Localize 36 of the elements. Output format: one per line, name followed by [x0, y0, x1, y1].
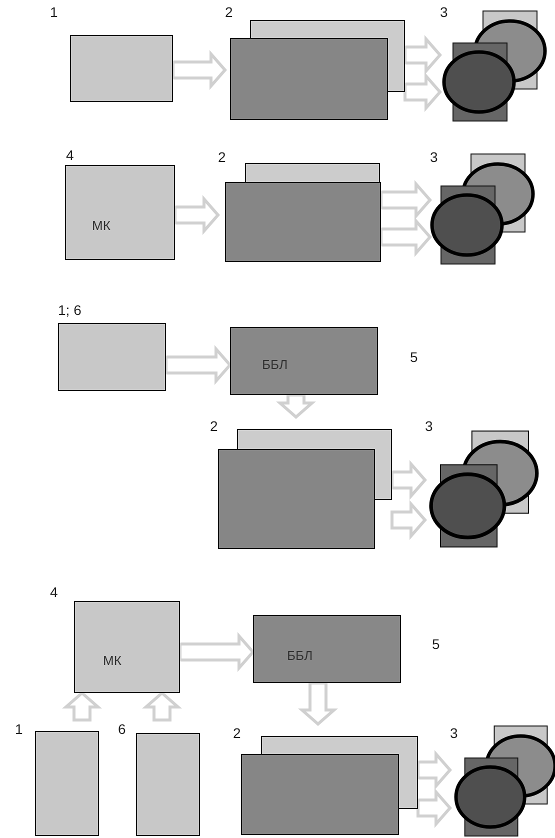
block-arrow — [390, 460, 427, 500]
block-arrow — [276, 394, 316, 419]
block-arrow — [390, 500, 427, 540]
node-number: 3 — [425, 417, 433, 435]
block-arrow — [380, 180, 432, 220]
node-number: 2 — [218, 148, 226, 166]
block-arrow — [404, 35, 442, 75]
node-number: 4 — [50, 583, 58, 601]
block-arrow — [174, 195, 220, 235]
node-label: МК — [92, 218, 110, 234]
node-number: 1 — [15, 720, 23, 738]
node-label: ББЛ — [287, 648, 313, 664]
block-arrow — [298, 682, 338, 726]
node-number: 2 — [225, 3, 233, 21]
block-arrow — [164, 345, 232, 385]
node-number: 1 — [50, 3, 58, 21]
block-arrow — [416, 750, 452, 790]
node-label: МК — [103, 653, 122, 669]
node-number: 2 — [210, 417, 218, 435]
block-arrow — [404, 72, 442, 112]
node-number: 3 — [440, 3, 448, 21]
block-arrow — [62, 691, 102, 722]
block-arrow — [416, 788, 452, 828]
block-arrow — [178, 632, 255, 672]
block-arrow — [172, 50, 227, 90]
node-number: 4 — [66, 146, 74, 164]
node-number: 3 — [450, 724, 458, 742]
node-number: 1; 6 — [58, 301, 82, 319]
node-number: 6 — [118, 720, 126, 738]
side-number: 5 — [410, 348, 418, 366]
node-number: 2 — [233, 724, 241, 742]
block-arrow — [142, 691, 182, 722]
side-number: 5 — [432, 635, 440, 653]
node-number: 3 — [430, 148, 438, 166]
block-arrow — [380, 217, 432, 257]
node-label: ББЛ — [262, 357, 288, 373]
